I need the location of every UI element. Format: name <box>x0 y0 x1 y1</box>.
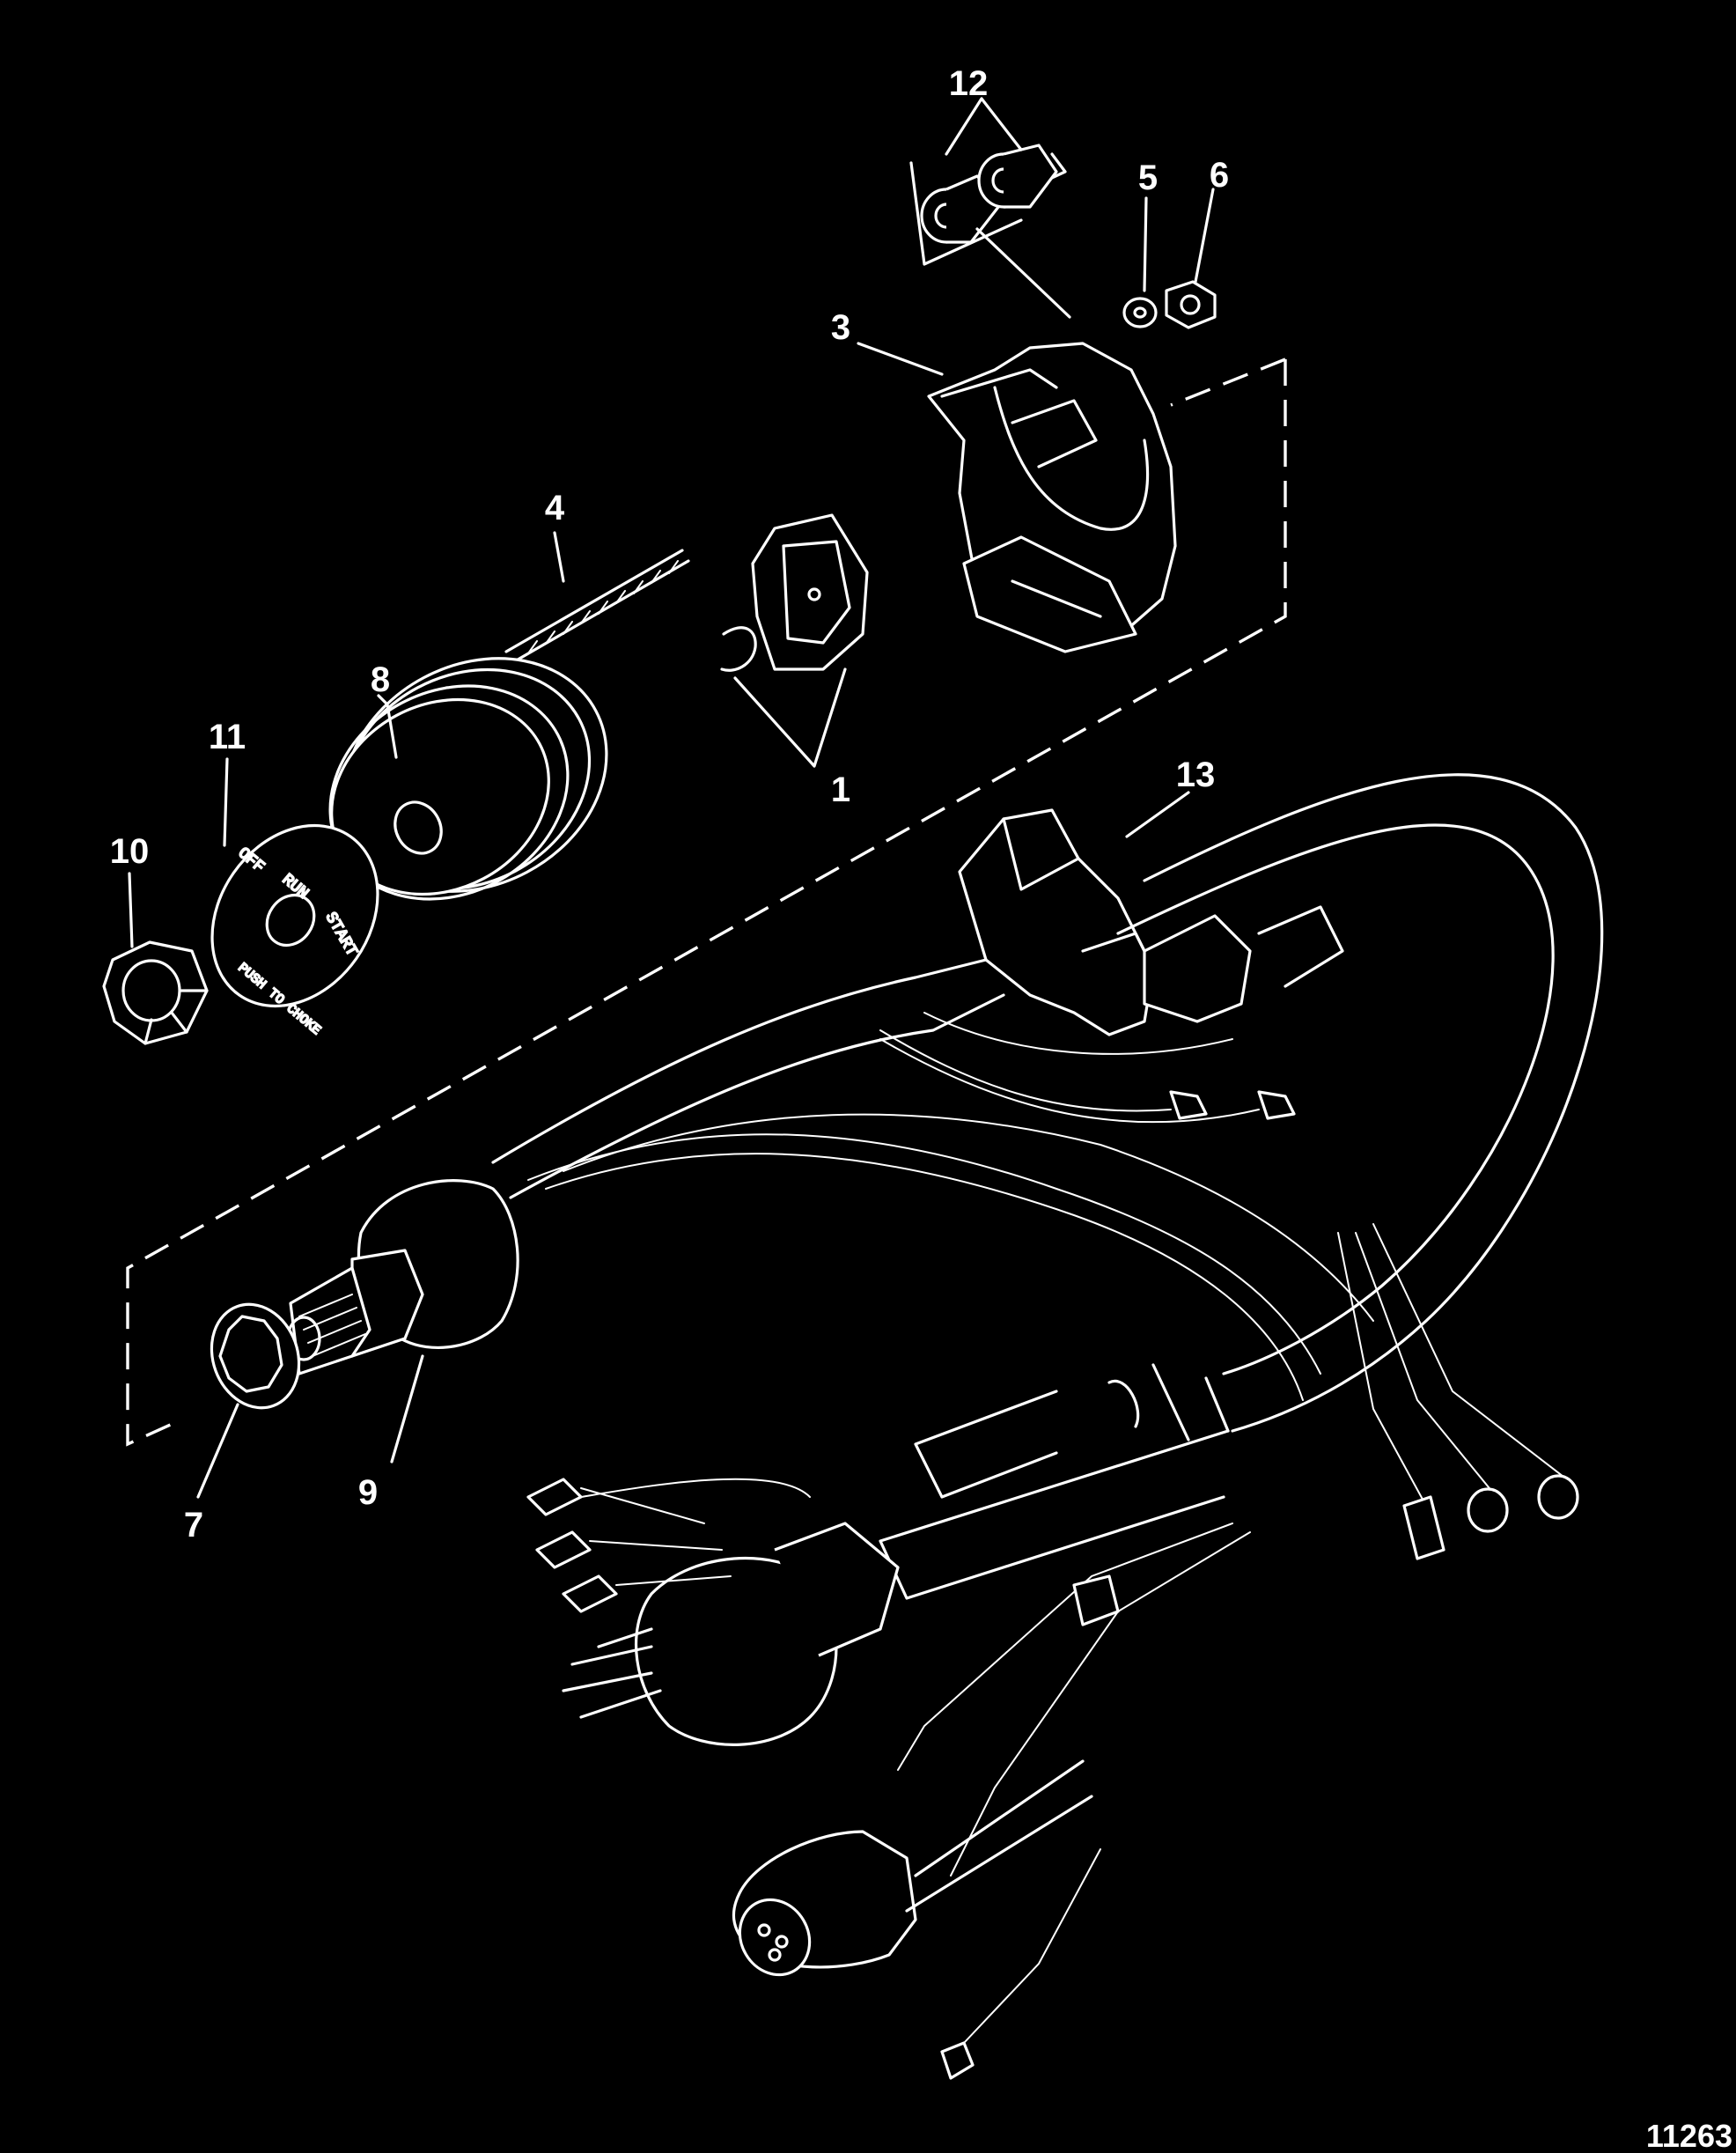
callout-5: 5 <box>1138 159 1158 197</box>
callout-labels: 12 5 6 3 4 8 11 10 1 13 9 7 <box>110 64 1229 1545</box>
callout-9: 9 <box>358 1473 378 1512</box>
callout-12: 12 <box>949 64 989 103</box>
part-7-star-washer <box>210 1302 301 1410</box>
part-3-bracket <box>927 342 1177 653</box>
bullet-connector <box>732 1759 1101 2080</box>
part-4-stud <box>504 549 690 664</box>
harness-connector-plug <box>526 1478 900 1746</box>
assembly-boundary <box>126 358 1287 1447</box>
part-9-switch-body <box>286 1179 519 1375</box>
callout-7: 7 <box>184 1506 203 1545</box>
callout-10: 10 <box>110 832 150 871</box>
part-8-switch-housing <box>328 657 608 901</box>
part-10-nut <box>102 940 209 1045</box>
leader-lines <box>128 97 1215 1499</box>
part-6-nut <box>1165 280 1217 329</box>
callout-11: 11 <box>209 718 246 756</box>
callout-6: 6 <box>1210 156 1229 195</box>
callout-1: 1 <box>831 771 850 809</box>
part-12-sleeves <box>909 144 1071 319</box>
callout-4: 4 <box>545 489 565 527</box>
part-5-washer <box>1122 297 1158 328</box>
callout-8: 8 <box>371 660 390 699</box>
wire-harness <box>491 773 1604 1877</box>
callout-3: 3 <box>831 308 850 347</box>
part-1-clip <box>720 513 869 768</box>
figure-id: 11263 <box>1646 2118 1732 2153</box>
callout-13: 13 <box>1176 756 1216 794</box>
